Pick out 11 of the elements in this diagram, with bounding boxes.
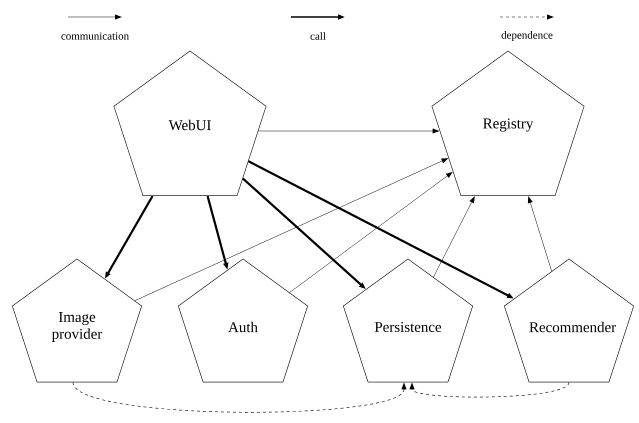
arrow xyxy=(289,172,453,293)
legend-text: dependence xyxy=(502,31,552,41)
arrow xyxy=(409,382,570,398)
arrow xyxy=(433,196,475,278)
legend-text: call xyxy=(310,32,326,40)
legend-text: communication xyxy=(61,32,129,40)
pentagon-node: Registry xyxy=(432,50,584,196)
arrow xyxy=(528,196,552,272)
arrow xyxy=(258,128,440,134)
pentagon-node: WebUI xyxy=(114,50,266,196)
arrow xyxy=(134,158,448,301)
